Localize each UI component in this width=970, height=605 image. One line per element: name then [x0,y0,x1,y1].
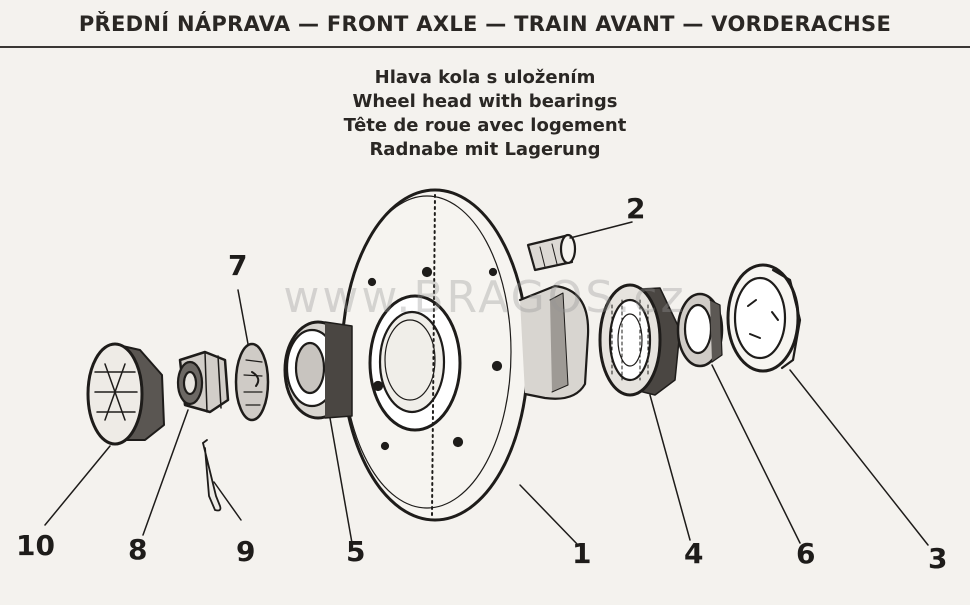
part-3-retaining-ring [726,263,802,373]
part-2-stud [526,233,577,272]
part-7-lock-washer [234,342,270,422]
callout-3: 3 [928,542,948,575]
part-10-hub-cap [86,342,165,446]
callout-4: 4 [684,537,704,570]
part-6-seal-ring [676,292,724,368]
subtitle-german: Radnabe mit Lagerung [369,139,601,160]
part-8-castle-nut [176,350,230,414]
callout-7: 7 [228,249,248,282]
callout-9: 9 [236,535,256,568]
page-title: PŘEDNÍ NÁPRAVA — FRONT AXLE — TRAIN AVAN… [78,12,892,36]
part-5-inner-bearing [283,320,353,420]
diagram-subtitle: Hlava kola s uložením Wheel head with be… [0,66,970,162]
header: PŘEDNÍ NÁPRAVA — FRONT AXLE — TRAIN AVAN… [0,0,970,48]
callout-10: 10 [16,529,55,562]
callout-2: 2 [626,192,646,225]
callout-6: 6 [796,537,816,570]
callout-1: 1 [572,537,592,570]
part-1-wheel-hub [340,188,590,522]
subtitle-english: Wheel head with bearings [352,91,618,112]
subtitle-czech: Hlava kola s uložením [374,67,596,88]
part-9-cotter-pin [202,439,222,512]
header-divider [0,46,970,48]
callout-5: 5 [346,535,366,568]
subtitle-french: Tête de roue avec logement [343,115,627,136]
part-4-outer-bearing [598,283,681,397]
callout-8: 8 [128,533,148,566]
leader-lines [44,221,929,546]
